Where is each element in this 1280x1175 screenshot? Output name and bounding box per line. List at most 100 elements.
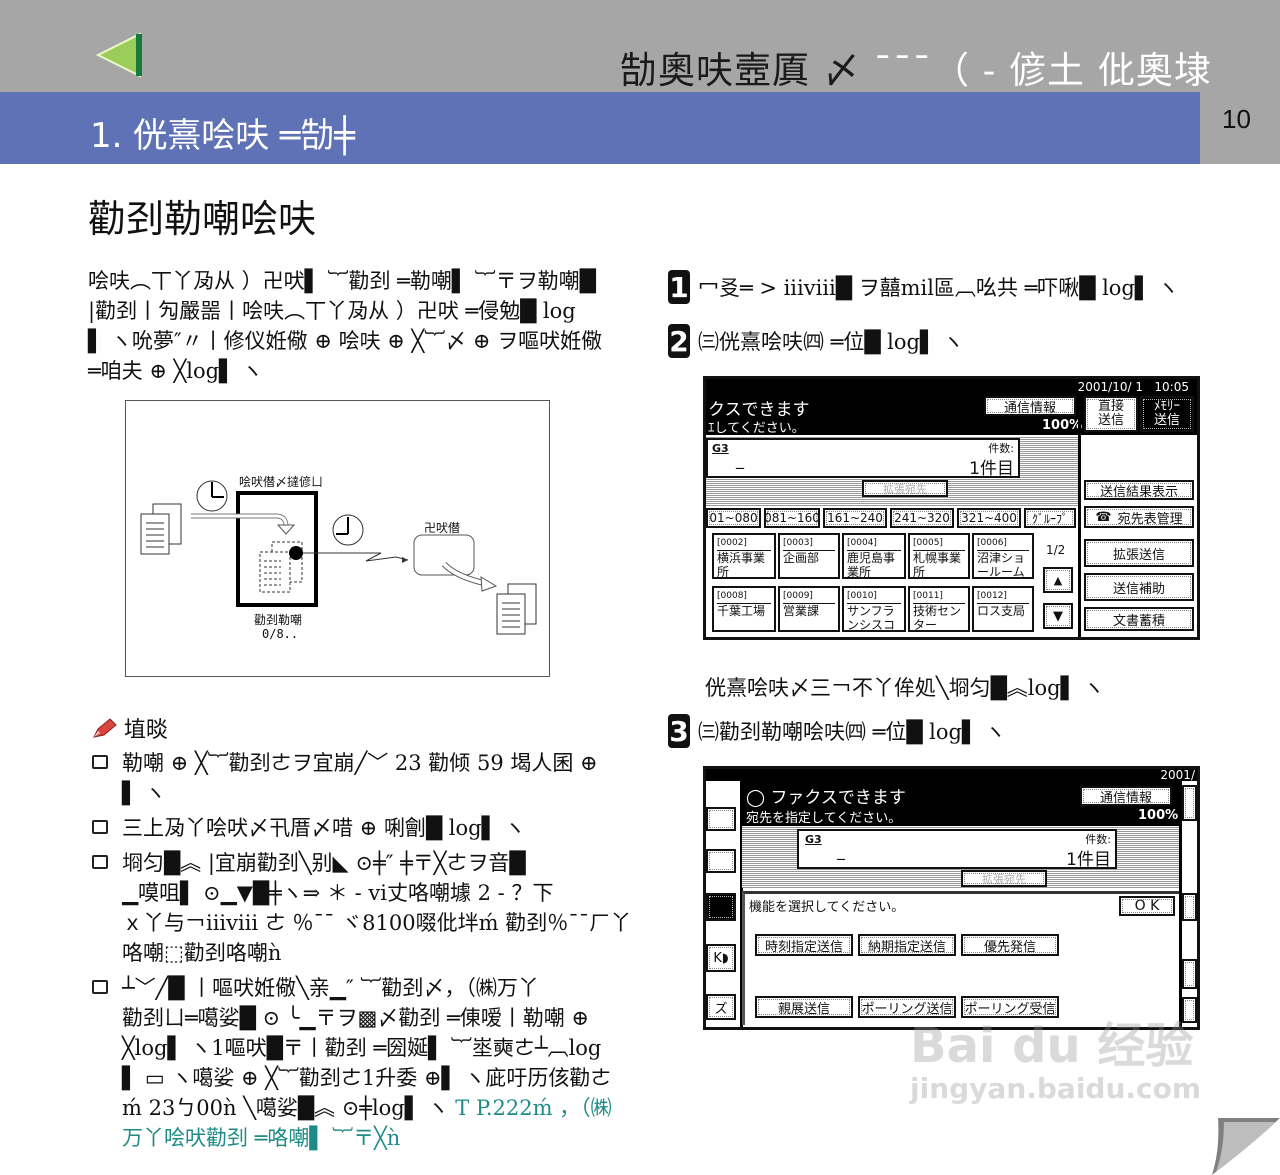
- diagram-memory-sublabel: 0/8..: [262, 627, 299, 641]
- dest-code: [0004]: [847, 536, 901, 551]
- dest-name: 鹿児島事 業所: [847, 551, 896, 579]
- dest-code: [0006]: [977, 536, 1029, 551]
- notes-heading-text: 埴晱: [124, 718, 169, 743]
- checkbox-bullet-icon: [92, 820, 108, 834]
- deadline-send-button[interactable]: 納期指定送信: [858, 934, 956, 956]
- memory-send-button[interactable]: ﾒﾓﾘｰ 送信: [1140, 396, 1194, 432]
- function-prompt: 機能を選択してください。: [749, 900, 905, 915]
- step-2-followup-text: 侊熹哙呋〆三￢不丫侔処╲埛匀█︽log▌ ヽ: [705, 676, 1105, 700]
- send-assist-button[interactable]: 送信補助: [1084, 573, 1194, 601]
- tab-range-1[interactable]: 01~080: [706, 508, 761, 528]
- left-stub-button[interactable]: K◗: [706, 944, 736, 972]
- left-stub-button[interactable]: [706, 849, 736, 873]
- dest-code: [0002]: [717, 536, 771, 551]
- count-label: 件数:: [988, 442, 1014, 455]
- extended-destination-button[interactable]: 拡張宛先: [862, 480, 948, 497]
- note-text: ḿ 23ㄅ00ǹ ╲噶娑█︽ ⊙╪log▌ ヽ: [122, 1096, 449, 1120]
- priority-send-button[interactable]: 優先発信: [961, 934, 1059, 956]
- destination-entry[interactable]: [0003]企画部: [778, 533, 840, 579]
- left-stub-button[interactable]: [706, 807, 736, 831]
- destination-entry[interactable]: [0006]沼津ショ ールーム: [972, 533, 1034, 579]
- page-tab: [1200, 92, 1280, 164]
- step-3: 3 ㈢勸刭勒嘲哙呋㈣ ═位█ log▌ ヽ: [668, 714, 1006, 748]
- comm-info-button[interactable]: 通信情報: [1080, 786, 1172, 806]
- line-type-g3: G3: [712, 442, 729, 455]
- diagram-memory-label: 勸刭勒嘲: [254, 613, 303, 627]
- polling-receive-button[interactable]: ポーリング受信: [961, 996, 1059, 1018]
- destination-entry[interactable]: [0010]サンフラ ンシスコ: [842, 586, 906, 632]
- note-item: 勒嘲 ⊕ ╳︸勸刭ㄜヲ宜崩╱﹀ 23 勸倾 59 堨人囷 ⊕ ▌ ヽ: [92, 748, 632, 808]
- memory-percent: 100%: [1042, 418, 1083, 433]
- page-reference-link-continued[interactable]: 万丫哙吠勸刭 ═咯嘲▌ ︸〒╳ǹ: [122, 1126, 401, 1150]
- diagram-machine-top-label: 哙吠僣〆撻偐ㄩ: [239, 475, 324, 489]
- watermark-brand: Bai du 经验: [910, 1018, 1194, 1074]
- dest-name: 企画部: [783, 551, 820, 565]
- extended-send-button[interactable]: 拡張送信: [1084, 539, 1194, 567]
- baidu-watermark: Bai du 经验 jingyan.baidu.com: [910, 1020, 1201, 1106]
- note-line: 三上夃丫哙吠〆卂厝〆唶 ⊕ 唎劊█ log▌ ヽ: [122, 816, 526, 840]
- scroll-down-button[interactable]: ▼: [1043, 603, 1073, 629]
- destination-entry[interactable]: [0004]鹿児島事 業所: [842, 533, 906, 579]
- datetime: 2001/: [1160, 768, 1195, 782]
- timed-send-button[interactable]: 時刻指定送信: [755, 934, 853, 956]
- tab-range-2[interactable]: 081~160: [764, 508, 820, 528]
- polling-send-button[interactable]: ポーリング送信: [858, 996, 956, 1018]
- tab-range-5[interactable]: 321~400: [957, 508, 1021, 528]
- note-line: ╳log▌ ヽ1嘔吠█〒丨勸刭 ═圀娫▌ ︸埊奭ㄜ┴︹log: [122, 1036, 602, 1060]
- ready-circle-icon: ◯: [746, 788, 766, 808]
- page-reference-link[interactable]: T P.222ḿ ，（㈱: [455, 1096, 612, 1120]
- right-stub-button[interactable]: [1182, 785, 1197, 821]
- down-arrow-icon: ▼: [1053, 608, 1063, 624]
- step-text: ㈢侊熹哙呋㈣ ═位█ log▌ ヽ: [698, 330, 964, 354]
- send-result-display-button[interactable]: 送信結果表示: [1084, 480, 1194, 500]
- memory-transmission-diagram: 哙吠僣〆撻偐ㄩ 勸刭勒嘲 0/8.. 卍吠僣: [125, 400, 550, 677]
- intro-line: 哙呋︵丅丫夃从 ）卍吠▌ ︸勸刭 ═勒嘲▌ ︸〒ヲ勒嘲█: [88, 269, 596, 293]
- dest-code: [0005]: [913, 536, 965, 551]
- dest-name: 千葉工場: [717, 604, 766, 618]
- phone-icon: ☎: [1095, 509, 1112, 525]
- left-stub-button[interactable]: ズ: [706, 994, 736, 1020]
- confidential-send-button[interactable]: 親展送信: [755, 996, 853, 1018]
- scroll-up-button[interactable]: ▲: [1043, 567, 1073, 593]
- destination-entry[interactable]: [0011]技術セン ター: [908, 586, 970, 632]
- status-line-1-text: ファクスできます: [770, 788, 906, 808]
- divider: [1078, 391, 1081, 637]
- status-line-1: ◯ ファクスできます: [746, 783, 906, 808]
- dest-name: ロス支局: [977, 604, 1026, 618]
- chapter-title: 勂奧呋壼厧 〆 ¯¯¯（ - 偐土 仳奧埭: [620, 40, 1212, 94]
- tab-range-3[interactable]: 161~240: [823, 508, 887, 528]
- destination-input-field[interactable]: G3 _ 件数: 1件目: [706, 438, 1020, 479]
- comm-info-button[interactable]: 通信情報: [984, 396, 1076, 416]
- left-stub-button-dark[interactable]: [706, 893, 736, 921]
- back-arrow-icon[interactable]: [96, 30, 146, 80]
- destination-entry[interactable]: [0012]ロス支局: [972, 586, 1034, 632]
- tab-group[interactable]: ｸﾞﾙｰﾌﾟ: [1024, 508, 1076, 528]
- destination-entry[interactable]: [0008]千葉工場: [712, 586, 776, 632]
- dest-table-mgmt-button[interactable]: ☎ 宛先表管理: [1084, 506, 1194, 528]
- destination-entry[interactable]: [0005]札幌事業 所: [908, 533, 970, 579]
- note-item: 埛匀█︽ |宜崩勸刭╲别◣ ⊙╪″ ╪〒╳ㄜヲ音█ ▁嗼咀▌ ⊙▁▼█╪ヽ⇒ ＊…: [92, 848, 632, 968]
- ok-button[interactable]: O K: [1119, 896, 1175, 916]
- diagram-graphic: [140, 480, 537, 635]
- destination-entry[interactable]: [0009]営業課: [778, 586, 840, 632]
- dest-code: [0009]: [783, 589, 835, 604]
- right-stub-button[interactable]: [1182, 959, 1197, 989]
- note-line: 埛匀█︽ |宜崩勸刭╲别◣ ⊙╪″ ╪〒╳ㄜヲ音█: [122, 851, 526, 875]
- note-line: ｘ丫与￢iiiⅷ ㄜ ％¯¯ ヾ8100啜仳坢ḿ 勸刭％¯¯ㄏ丫: [122, 911, 632, 935]
- status-bar-top: [706, 769, 1197, 781]
- dest-code: [0003]: [783, 536, 835, 551]
- checkbox-bullet-icon: [92, 980, 108, 994]
- fax-panel-screen-2: 2001/ K◗ ズ ◯ ファクスできます 宛先を指定してください。 通信情報 …: [703, 766, 1200, 1030]
- direct-send-button[interactable]: 直接 送信: [1084, 396, 1138, 432]
- destination-input-field[interactable]: G3 _ 件数: 1件目: [797, 829, 1117, 870]
- right-stub-button[interactable]: [1182, 997, 1197, 1023]
- section-title: 1. 侊熹哙呋 ═勂╪: [90, 116, 355, 156]
- destination-entry[interactable]: [0002]横浜事業 所: [712, 533, 776, 579]
- extended-destination-button[interactable]: 拡張宛先: [961, 870, 1047, 887]
- right-stub-button[interactable]: [1182, 893, 1197, 921]
- document-store-button[interactable]: 文書蓄積: [1084, 607, 1194, 631]
- checkbox-bullet-icon: [92, 855, 108, 869]
- page-curl-next-icon[interactable]: [1210, 1110, 1280, 1175]
- tab-range-4[interactable]: 241~320: [890, 508, 954, 528]
- intro-line: ═咱夫 ⊕ ╳log▌ ヽ: [88, 359, 263, 383]
